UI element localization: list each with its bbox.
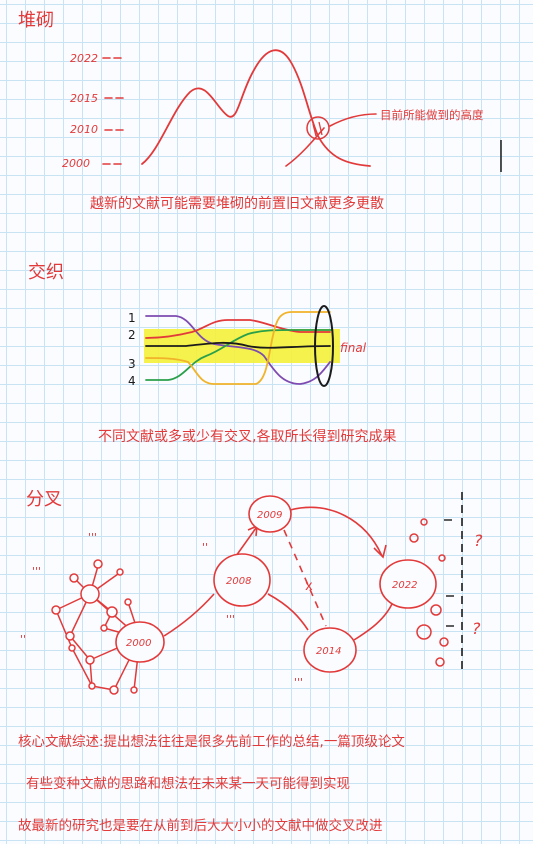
cluster-nodes (51, 559, 138, 695)
note-line: 故最新的研究也是要在从前到后大大小小的文献中做交叉改进 (18, 817, 383, 834)
ellipsis-mark: ''' (88, 531, 97, 544)
section-caption-stacking: 越新的文献可能需要堆砌的前置旧文献更多更散 (90, 195, 384, 212)
year-label: 2015 (70, 92, 98, 105)
section-heading-interweaving: 交织 (28, 262, 64, 283)
boundary-dashes (444, 519, 454, 627)
section-interweaving: 交织 1 2 3 4 final 不同文献或多或少有交叉,各取所长得到研究成果 (28, 262, 396, 445)
year-label: 2000 (62, 157, 90, 170)
stacking-curve (141, 49, 371, 167)
stacking-branch (285, 127, 325, 167)
note-line: 核心文献综述:提出想法往往是很多先前工作的总结,一篇顶级论文 (18, 733, 405, 750)
current-height-marker (306, 116, 330, 140)
future-nodes (409, 518, 449, 667)
annotation-current-height: 目前所能做到的高度 (380, 108, 484, 122)
annotation-arrow-line (329, 113, 377, 127)
bottom-notes: 核心文献综述:提出想法往往是很多先前工作的总结,一篇顶级论文 有些变种文献的思路… (18, 733, 405, 834)
link-2008-2014 (267, 593, 309, 631)
node-label: 2000 (126, 638, 151, 649)
final-label: final (340, 341, 367, 355)
section-heading-branching: 分叉 (26, 489, 62, 510)
node-label: 2008 (226, 576, 251, 587)
node-label: 2014 (316, 646, 341, 657)
ellipsis-mark: '' (20, 633, 26, 646)
node-2000: 2000 (115, 621, 165, 663)
node-2009: 2009 (248, 495, 292, 533)
section-caption-interweaving: 不同文献或多或少有交叉,各取所长得到研究成果 (98, 428, 396, 445)
research-line-purple (145, 315, 331, 385)
line-number: 4 (128, 374, 136, 388)
research-line-black (145, 341, 331, 349)
line-number: 2 (128, 328, 136, 342)
section-branching: 分叉 (20, 489, 483, 695)
link-2000-2008 (163, 593, 215, 637)
node-label: 2022 (392, 580, 417, 591)
year-label: 2022 (70, 52, 98, 65)
research-line-red (145, 319, 331, 339)
section-heading-stacking: 堆砌 (18, 10, 54, 31)
ellipsis-mark: ''' (294, 676, 303, 689)
line-number: 1 (128, 311, 136, 325)
link-2009-2022 (289, 506, 383, 557)
cross-mark: x (305, 579, 313, 594)
node-label: 2009 (257, 510, 282, 521)
ellipsis-mark: ''' (32, 565, 41, 578)
link-2008-2009 (235, 527, 257, 557)
final-ellipse (314, 305, 334, 387)
ellipsis-mark: ''' (226, 613, 235, 626)
link-2014-2022 (353, 603, 393, 641)
year-label: 2010 (70, 123, 98, 136)
research-line-green (145, 329, 333, 381)
question-mark: ? (472, 619, 481, 638)
research-line-orange (145, 311, 331, 385)
note-line: 有些变种文献的思路和想法在未来某一天可能得到实现 (26, 775, 350, 792)
node-2022: 2022 (379, 559, 437, 609)
ellipsis-mark: '' (202, 541, 208, 554)
dashed-link-2009-2014 (283, 529, 327, 627)
question-mark: ? (474, 531, 483, 550)
node-2008: 2008 (213, 553, 271, 607)
node-2014: 2014 (303, 627, 357, 673)
arrow-2009-2022 (373, 544, 387, 559)
line-number: 3 (128, 357, 136, 371)
section-stacking: 堆砌 2022 2015 2010 2000 目前所能做到的高度 (18, 10, 502, 212)
year-dashes (102, 57, 124, 165)
